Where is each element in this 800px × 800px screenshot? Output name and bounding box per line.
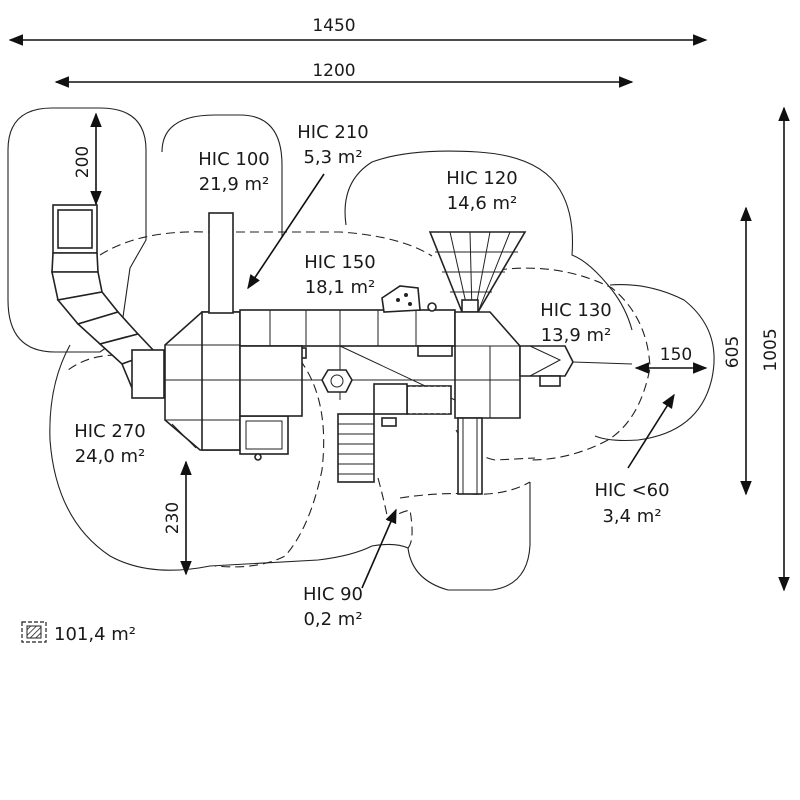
zone-hic270 [49,344,409,571]
dash-hic150-right [214,359,325,568]
hatched-area-icon [21,621,47,643]
dash-hic150-lower [377,477,413,549]
hic130-label: HIC 130 [540,300,612,321]
left-tower [164,311,289,455]
tube-slide [51,204,165,399]
label-230: 230 [163,502,183,534]
legend: 101,4 m² [21,621,136,645]
hic120-area: 14,6 m² [447,193,518,214]
hic90-label: HIC 90 [303,584,363,605]
zone-hic60 [594,284,715,442]
hic90-area: 0,2 m² [303,609,362,630]
label-1450: 1450 [312,16,355,36]
leader-hic210 [247,173,325,290]
safety-zones [7,107,715,591]
playground-equipment [51,204,633,495]
zone-labels: HIC 100 21,9 m² HIC 210 5,3 m² HIC 120 1… [74,122,669,630]
label-605: 605 [723,336,743,368]
middle-deck [239,345,456,417]
label-1200: 1200 [312,61,355,81]
zone-hic90 [407,482,531,591]
hic120-label: HIC 120 [446,168,518,189]
hic130-area: 13,9 m² [541,325,612,346]
label-150: 150 [660,345,692,365]
hic150-label: HIC 150 [304,252,376,273]
upper-bridge [239,309,456,359]
straight-slide [457,417,483,495]
hic60-area: 3,4 m² [602,506,661,527]
dash-hic150 [99,231,433,257]
rock-panel [381,285,421,313]
hic210-label: HIC 210 [297,122,369,143]
hic210-area: 5,3 m² [303,147,362,168]
dash-hic130 [497,267,651,461]
legend-total-area: 101,4 m² [54,624,136,645]
hic100-label: HIC 100 [198,149,270,170]
climbing-pole [208,212,234,314]
zone-hic100 [161,114,283,238]
hic100-area: 21,9 m² [199,174,270,195]
leader-hic60 [627,393,675,469]
label-1005: 1005 [761,328,781,371]
hic60-label: HIC <60 [594,480,669,501]
dash-hic270 [67,354,159,371]
label-200: 200 [73,146,93,178]
zone-hic120 [344,150,633,331]
dimension-lines: 1450 1200 200 1005 605 150 230 [8,16,790,592]
ladder [337,383,408,483]
right-platform [519,345,633,387]
hic270-label: HIC 270 [74,421,146,442]
leader-hic90 [361,508,397,589]
climbing-net [428,231,527,313]
zone-slide [7,107,147,353]
hexagon-post [321,369,353,393]
hic270-area: 24,0 m² [75,446,146,467]
hic150-area: 18,1 m² [305,277,376,298]
leader-arrows [247,173,675,589]
right-tower [454,311,521,419]
climbing-wall [406,385,452,415]
